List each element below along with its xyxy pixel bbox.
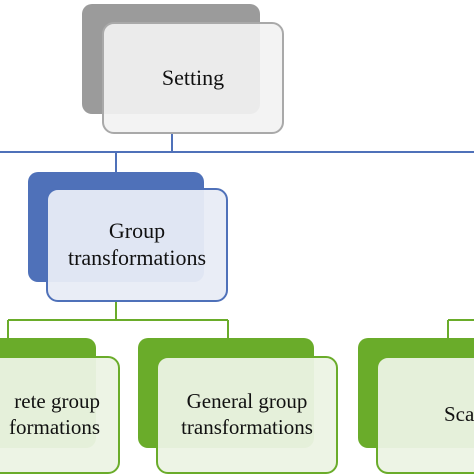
node-general-label-line1: General group [186,389,308,414]
node-setting-label: Setting [161,64,225,90]
node-scale-box: Sca [376,356,474,474]
node-discrete-label-line1: rete group [14,389,100,414]
node-general-box: General group transformations [156,356,338,474]
node-discrete-label-line2: formations [9,415,100,439]
node-general-label-line2: transformations [181,415,313,439]
node-group-box: Group transformations [46,188,228,302]
node-discrete-box: rete group formations [0,356,120,474]
node-group-label-line2: transformations [67,245,207,270]
node-scale-label: Sca [444,402,474,427]
node-group-label-line1: Group [108,218,166,244]
node-setting-box: Setting [102,22,284,134]
